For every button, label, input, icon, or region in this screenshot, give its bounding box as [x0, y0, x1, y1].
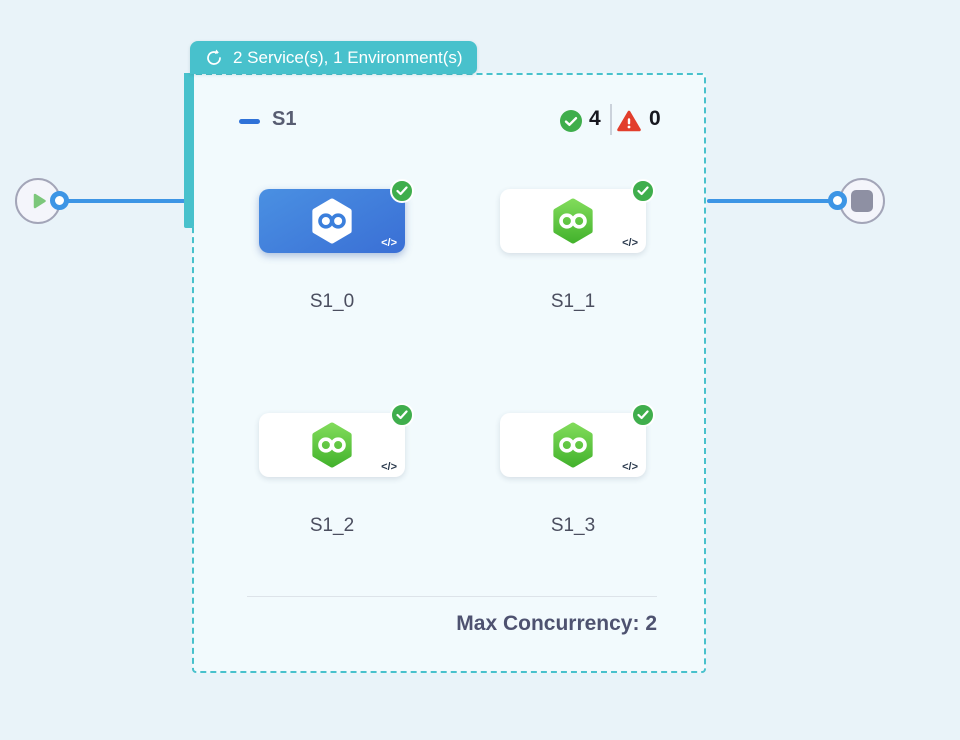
- service-hexagon-icon: [312, 422, 352, 468]
- loop-icon: [207, 48, 221, 65]
- service-slot-3: </> S1_3: [500, 403, 655, 536]
- collapse-icon[interactable]: [239, 119, 260, 124]
- service-card-s1-0[interactable]: </>: [259, 179, 414, 253]
- max-concurrency-label: Max Concurrency: 2: [456, 612, 657, 635]
- service-label: S1_0: [309, 291, 355, 312]
- status-success-icon: [390, 179, 414, 203]
- service-label: S1_3: [550, 515, 596, 536]
- status-success-icon: [390, 403, 414, 427]
- warning-icon: [617, 110, 641, 132]
- code-icon: </>: [381, 237, 397, 249]
- success-count: 4: [589, 107, 601, 130]
- play-icon: [33, 193, 46, 209]
- service-card-s1-2[interactable]: </>: [259, 403, 414, 477]
- count-divider: [610, 104, 612, 135]
- service-hexagon-icon: [553, 198, 593, 244]
- stage-edge-highlight: [184, 73, 194, 228]
- stage-title: S1: [272, 108, 297, 130]
- service-label: S1_2: [309, 515, 355, 536]
- service-slot-0: </> S1_0: [259, 179, 414, 312]
- service-hexagon-icon: [312, 198, 352, 244]
- code-icon: </>: [622, 461, 638, 473]
- code-icon: </>: [622, 237, 638, 249]
- service-hexagon-icon: [553, 422, 593, 468]
- footer-divider: [247, 596, 657, 597]
- services-environments-label: 2 Service(s), 1 Environment(s): [233, 47, 463, 67]
- service-card-s1-3[interactable]: </>: [500, 403, 655, 477]
- service-slot-2: </> S1_2: [259, 403, 414, 536]
- stop-icon: [851, 190, 873, 212]
- service-slot-1: </> S1_1: [500, 179, 655, 312]
- stage-container: S1 4 0 </> S: [192, 73, 706, 673]
- code-icon: </>: [381, 461, 397, 473]
- pipeline-end-node[interactable]: [839, 178, 885, 224]
- connector-line-right: [707, 199, 833, 203]
- service-label: S1_1: [550, 291, 596, 312]
- connector-port-left: [50, 191, 69, 210]
- status-success-icon: [631, 179, 655, 203]
- failure-count: 0: [649, 107, 661, 130]
- success-check-icon: [560, 110, 582, 132]
- services-environments-badge[interactable]: 2 Service(s), 1 Environment(s): [190, 41, 477, 74]
- service-card-s1-1[interactable]: </>: [500, 179, 655, 253]
- connector-line-left: [58, 199, 186, 203]
- connector-port-right: [828, 191, 847, 210]
- status-success-icon: [631, 403, 655, 427]
